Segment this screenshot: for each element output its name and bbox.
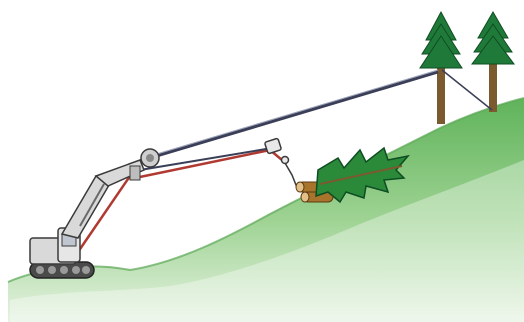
hill-shadow bbox=[10, 160, 524, 322]
felled-tree bbox=[315, 146, 410, 204]
skyline-cable bbox=[149, 70, 439, 160]
mainline-dark bbox=[139, 147, 273, 171]
guy-line bbox=[441, 69, 493, 111]
hillside bbox=[8, 98, 524, 322]
yarder-machine bbox=[29, 148, 160, 279]
haul-line-red-lower bbox=[76, 175, 132, 253]
carriage bbox=[264, 137, 290, 165]
anchor-tree-right bbox=[471, 10, 515, 112]
anchor-tree-left bbox=[419, 10, 463, 124]
skyline-cable-highlight bbox=[149, 69, 439, 157]
